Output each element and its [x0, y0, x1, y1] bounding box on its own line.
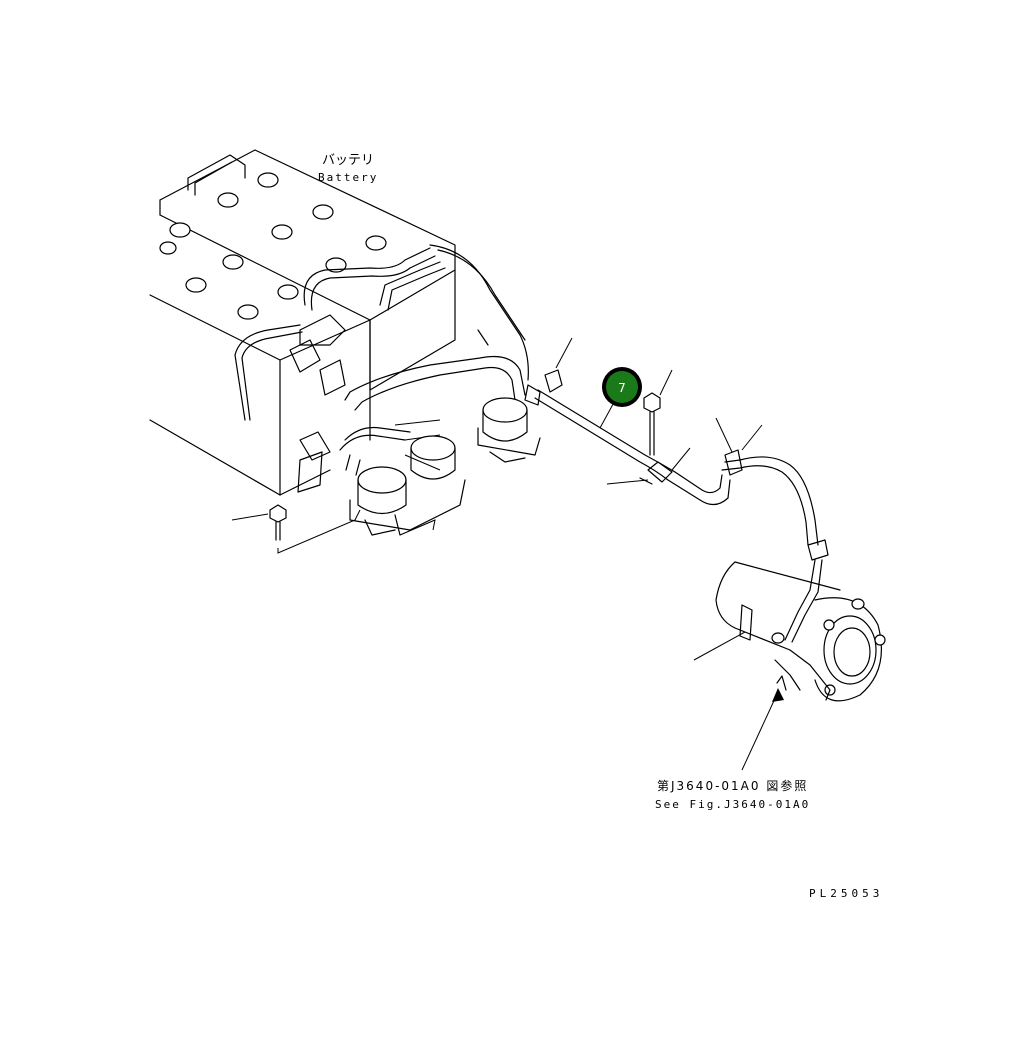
clamp-bolt	[643, 369, 673, 456]
starter-motor	[693, 561, 886, 702]
battery-cables	[344, 244, 529, 471]
see-fig-label-jp: 第J3640-01A0 図参照	[657, 778, 808, 793]
relay-cables	[297, 426, 411, 493]
reference-arrow	[741, 688, 784, 771]
battery-relay-right	[477, 397, 541, 463]
battery-label-jp: バッテリ	[322, 153, 374, 168]
figure-reference: 第J3640-01A0 図参照 See Fig.J3640-01A0	[655, 778, 810, 811]
starter-feed-cable	[715, 417, 829, 643]
part-callout-7[interactable]: 7	[602, 367, 642, 407]
drawing-number: PL25053	[809, 887, 883, 900]
starter-cable	[524, 384, 731, 506]
battery-relay-left	[349, 435, 466, 536]
see-fig-label-en: See Fig.J3640-01A0	[655, 798, 810, 811]
battery-label-en: Battery	[318, 171, 378, 184]
callout-number: 7	[618, 381, 626, 395]
terminal-cap	[544, 337, 573, 393]
battery-cell-caps	[159, 172, 387, 320]
battery-label: バッテリ Battery	[318, 153, 378, 184]
bolt-left	[231, 504, 361, 554]
battery-illustration	[149, 149, 456, 496]
